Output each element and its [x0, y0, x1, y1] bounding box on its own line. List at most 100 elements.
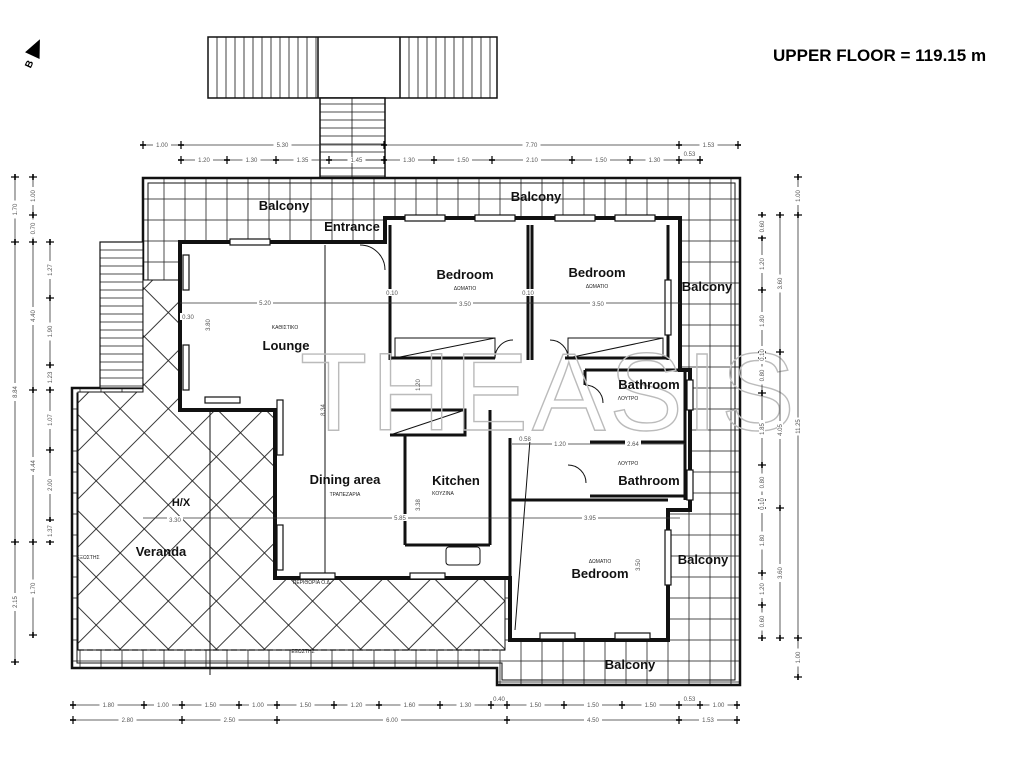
dimension-label: 1.50 [595, 158, 607, 164]
dimension-label: 1.20 [351, 703, 363, 709]
dimension-label: 1.00 [157, 703, 169, 709]
window [404, 214, 446, 222]
dimension-label-bg [759, 217, 765, 236]
dimension-label-bg [296, 702, 315, 708]
dimension-label-bg [400, 702, 419, 708]
dimension-label-bg [30, 457, 36, 475]
window [686, 379, 694, 411]
dimension-label: 1.20 [554, 442, 566, 448]
window [539, 632, 576, 640]
dimension-label-bg [47, 522, 53, 540]
dimension-label: 1.00 [252, 703, 264, 709]
dimension-label-bg [592, 157, 610, 163]
dimension-label-bg [99, 702, 118, 708]
window [664, 529, 672, 586]
dimension-label: 1.23 [48, 371, 54, 383]
dimension-label: 0.60 [760, 220, 766, 232]
label-bedroom-2-gr: ΔΩΜΑΤΙΟ [586, 284, 609, 290]
external-stair-left [99, 241, 144, 389]
north-arrow-label: B [23, 59, 36, 70]
dimension-label: 1.80 [103, 703, 115, 709]
dimension-label-bg [47, 476, 53, 494]
dimension-label: 0.80 [760, 369, 766, 381]
dimension-label-bg [777, 564, 783, 582]
dimension-label: 1.80 [760, 315, 766, 327]
dimension-label: 1.50 [205, 703, 217, 709]
dimension-label-bg [30, 579, 36, 598]
dimension-label-bg [201, 702, 220, 708]
dimension-label-bg [759, 580, 765, 598]
label-bedroom-1-gr: ΔΩΜΑΤΙΟ [454, 286, 477, 292]
dimension-label: 2.15 [13, 596, 19, 608]
dimension-label-bg [383, 717, 401, 723]
furniture-outlines [324, 244, 664, 631]
dimension-label-bg [645, 157, 664, 163]
dimension-label: 4.05 [778, 424, 784, 436]
dimension-label: 4.40 [31, 310, 37, 322]
dimension-label: 5.30 [277, 143, 289, 149]
dimension-label: 1.20 [416, 379, 422, 391]
dimension-label: 3.95 [584, 516, 596, 522]
dimension-label-bg [12, 200, 18, 219]
dimension-label: 1.70 [13, 203, 19, 215]
dimension-label-bg [180, 313, 196, 320]
dimension-label-bg [517, 435, 533, 442]
dimension-label: 3.60 [778, 277, 784, 289]
dimension-label-bg [759, 612, 765, 631]
dimension-label: 2.64 [627, 442, 639, 448]
dimension-label: 1.50 [645, 703, 657, 709]
dimension-label-bg [641, 702, 660, 708]
window [664, 279, 672, 336]
dimension-label: 1.50 [530, 703, 542, 709]
dimension-label-bg [30, 187, 36, 205]
dimension-label-bg [552, 440, 568, 447]
dimension-label: 5.85 [394, 516, 406, 522]
dimension-label: 1.20 [198, 158, 210, 164]
label-balcony-s: Balcony [605, 657, 656, 672]
dimension-label: 8.34 [321, 404, 327, 416]
dimension-label: 0.40 [493, 697, 505, 703]
dimension-label: 1.00 [796, 651, 802, 663]
watermark: THEASIS [300, 331, 799, 454]
label-bedroom-1: Bedroom [436, 267, 493, 282]
dimension-label-bg [454, 157, 472, 163]
window [182, 344, 190, 391]
dimension-label: 1.07 [48, 414, 54, 426]
label-bathroom-2: Bathroom [618, 473, 679, 488]
dimension-label: 1.00 [713, 703, 725, 709]
dimension-label: 5.20 [259, 301, 271, 307]
dimension-label: 7.70 [526, 143, 538, 149]
dimension-label: 4.44 [31, 460, 37, 472]
dimension-label-bg [47, 368, 53, 387]
dimension-label: 1.00 [31, 190, 37, 202]
dimension-label: 1.00 [796, 190, 802, 202]
dimension-label-bg [759, 531, 765, 550]
label-bathroom-2-gr: ΛΟΥΤΡΟ [618, 461, 639, 467]
dimension-label: 2.00 [48, 479, 54, 491]
dimension-label: 1.37 [48, 525, 54, 537]
dimension-label-bg [777, 274, 783, 293]
dimension-label-bg [195, 157, 213, 163]
floor-area-title: UPPER FLOOR = 119.15 m [773, 46, 986, 65]
window [182, 254, 190, 291]
dimension-label: 1.27 [48, 264, 54, 276]
dimension-label: 1.85 [760, 423, 766, 435]
dimension-label: 0.70 [31, 222, 37, 234]
label-balcony-n: Balcony [511, 189, 562, 204]
window [614, 214, 656, 222]
label-kitchen-gr: ΚΟΥΖΙΝΑ [432, 491, 454, 497]
dimension-label-bg [526, 702, 545, 708]
dimension-label: 1.80 [760, 534, 766, 546]
dimension-label: 0.10 [522, 291, 534, 297]
dimension-label: 3.50 [636, 559, 642, 571]
dimension-label: 2.10 [526, 158, 538, 164]
dimension-label: 1.00 [156, 143, 168, 149]
dimension-label-bg [30, 307, 36, 325]
dimension-label-bg [457, 300, 473, 307]
dimension-label: 0.10 [760, 498, 766, 510]
dimension-label: 0.30 [182, 315, 194, 321]
dimension-label-bg [167, 516, 183, 523]
dimension-label: 4.50 [587, 718, 599, 724]
dimension-label-bg [400, 157, 418, 163]
label-kitchen: Kitchen [432, 473, 480, 488]
